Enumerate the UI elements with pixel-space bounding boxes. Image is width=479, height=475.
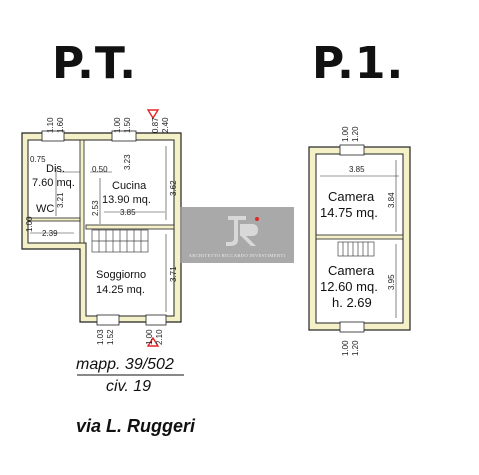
dim-253: 2.53 [91,200,100,216]
dim-bot-100: 1.00 [145,329,154,345]
door-bottom [145,314,167,326]
dim-385: 3.85 [120,208,136,217]
dim-321: 3.21 [56,192,65,208]
entrance-arrow-top [146,109,160,120]
room-cucina-area: 13.90 mq. [102,194,151,206]
ground-floor-title: P.T. [52,38,137,89]
first-dimension-lines [320,160,399,318]
ground-floor-plan: 1.10 1.60 1.00 1.50 3.23 0.87 2.40 0.75 … [21,109,182,347]
dim-050: 0.50 [92,165,108,174]
dim-371: 3.71 [169,266,178,282]
civ-label: civ. 19 [106,378,152,395]
first-dim-384: 3.84 [387,192,396,208]
room-soggiorno-name: Soggiorno [96,269,146,281]
dim-075: 0.75 [30,155,46,164]
dim-top-087: 0.87 [151,117,160,133]
dim-bot-210: 2.10 [155,329,164,345]
first-dim-top-100: 1.00 [341,126,350,142]
first-dim-395: 3.95 [387,274,396,290]
room-soggiorno-area: 14.25 mq. [96,284,145,296]
dim-top-100: 1.00 [113,117,122,133]
room-dis-name: Dis. [46,163,65,175]
room-cucina-name: Cucina [112,180,147,192]
room-wc-name: WC [36,203,54,215]
window-top-2 [111,130,137,142]
room-camera2-name: Camera [328,263,375,278]
mapp-label: mapp. 39/502 [76,356,174,373]
first-dim-bot-120: 1.20 [351,340,360,356]
dim-top-160: 1.60 [56,117,65,133]
ground-dimension-lines [30,146,167,312]
first-window-top [339,144,365,156]
watermark-logo: ARCHITETTO RICCARDO INVESTIMENTI [180,207,294,263]
wall-wc [27,217,81,222]
wall-camera-divider [315,234,404,240]
wall-cucina-soggiorno [85,224,175,230]
room-camera2-height: h. 2.69 [332,295,372,310]
dim-top-240: 2.40 [161,117,170,133]
wall-dis-cucina [79,139,85,244]
dim-top-110: 1.10 [46,117,55,133]
ground-stairs [91,229,149,253]
watermark-text: ARCHITETTO RICCARDO INVESTIMENTI [189,253,286,258]
dim-239: 2.39 [42,229,58,238]
dim-362: 3.62 [169,180,178,196]
dim-100: 1.00 [25,216,34,232]
window-bottom-1 [96,314,120,326]
dim-top-150: 1.50 [123,117,132,133]
first-dim-bot-100: 1.00 [341,340,350,356]
first-dim-top-120: 1.20 [351,126,360,142]
dim-323: 3.23 [123,154,132,170]
first-dim-385: 3.85 [349,165,365,174]
room-camera2-area: 12.60 mq. [320,279,378,294]
room-camera1-name: Camera [328,189,375,204]
window-top-1 [41,130,65,142]
entrance-arrow-bottom [146,336,160,347]
dim-bot-103: 1.03 [96,329,105,345]
dim-bot-152: 1.52 [106,329,115,345]
room-camera1-area: 14.75 mq. [320,205,378,220]
first-floor-plan: 1.00 1.20 3.85 3.84 3.95 1.00 1.20 Camer… [308,126,411,356]
first-stairs [337,241,375,257]
street-label: via L. Ruggeri [76,416,196,436]
first-window-bottom [339,321,365,333]
first-floor-title: P.1. [312,38,405,89]
room-dis-area: 7.60 mq. [32,177,75,189]
